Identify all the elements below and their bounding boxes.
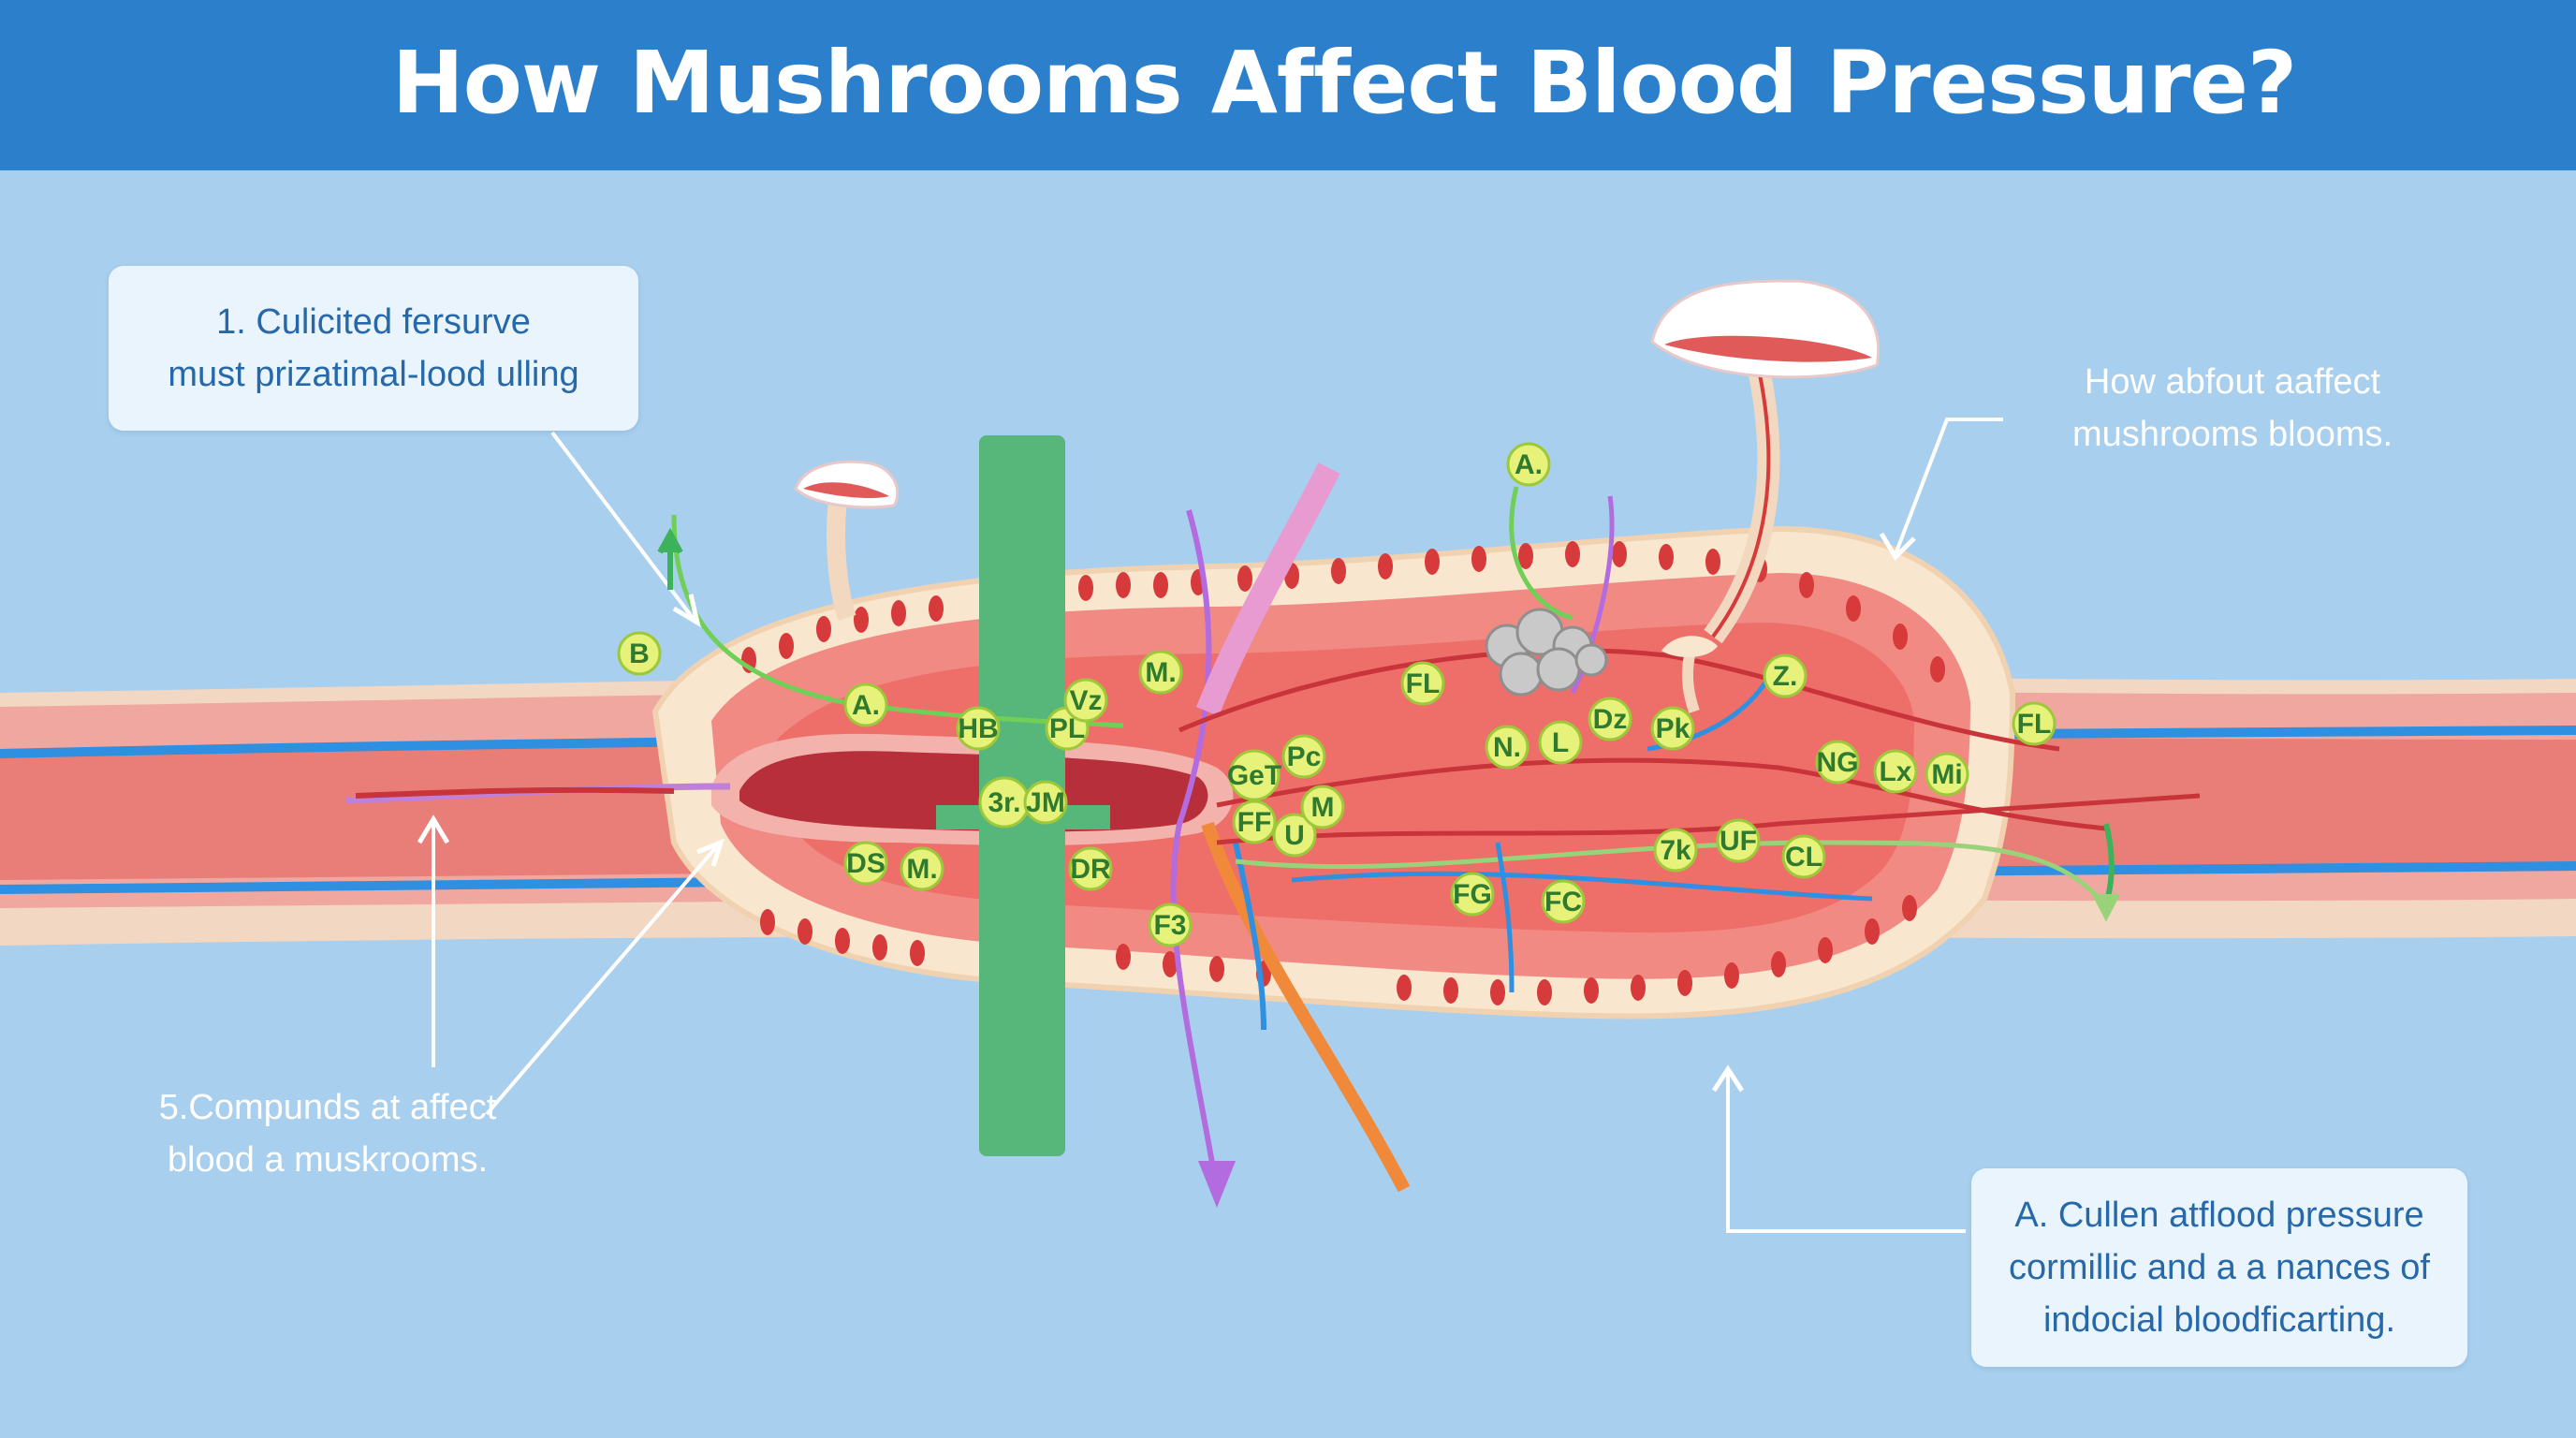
marker-jm: JM	[1025, 782, 1066, 823]
marker-dr: DR	[1070, 848, 1111, 889]
marker-ng: NG	[1817, 741, 1859, 783]
callout-text: cormillic and a a nances of	[1971, 1241, 2467, 1294]
marker-label: Pk	[1656, 713, 1690, 744]
marker-b: B	[619, 633, 660, 674]
marker-label: B	[629, 638, 650, 669]
marker-dz: Dz	[1589, 698, 1631, 740]
marker-label: N.	[1493, 732, 1521, 763]
marker-label: FF	[1237, 807, 1272, 838]
callout-text: must prizatimal-lood ulling	[109, 348, 638, 401]
callout-text: 1. Culicited fersurve	[109, 296, 638, 348]
marker-label: 7k	[1660, 835, 1691, 866]
marker-fl2: FL	[2013, 703, 2055, 744]
marker-label: DS	[846, 848, 886, 879]
marker-label: Pc	[1287, 741, 1322, 772]
callout-text: A. Cullen atflood pressure	[1971, 1189, 2467, 1241]
marker-cl: CL	[1783, 836, 1824, 877]
marker-fl1: FL	[1402, 663, 1443, 704]
marker-a2: A.	[1508, 444, 1549, 485]
marker-l: L	[1540, 722, 1581, 763]
marker-label: Z.	[1773, 661, 1798, 692]
purple-arrow	[1198, 1161, 1236, 1208]
marker-fc: FC	[1543, 881, 1584, 922]
marker-label: L	[1552, 727, 1569, 758]
callout-text: indocial bloodficarting.	[1971, 1294, 2467, 1346]
marker-n: N.	[1486, 726, 1528, 768]
marker-label: GeT	[1227, 760, 1281, 791]
marker-label: 3r.	[988, 787, 1020, 818]
marker-label: JM	[1026, 787, 1065, 818]
marker-get: GeT	[1227, 751, 1281, 800]
marker-3r: 3r.	[980, 778, 1029, 827]
label-bottom-left: 5.Compunds at affect blood a muskrooms.	[112, 1081, 543, 1186]
marker-label: Vz	[1069, 685, 1102, 716]
marker-vz: Vz	[1065, 680, 1106, 721]
marker-ds: DS	[845, 843, 886, 884]
marker-label: DR	[1070, 854, 1111, 885]
marker-m3: M	[1302, 786, 1343, 828]
marker-label: A.	[1515, 449, 1543, 480]
marker-uf: UF	[1718, 820, 1759, 861]
callout-bottom-right: A. Cullen atflood pressure cormillic and…	[1971, 1168, 2467, 1367]
marker-label: NG	[1817, 747, 1859, 778]
marker-fg: FG	[1452, 873, 1493, 915]
marker-label: M.	[1145, 657, 1176, 688]
marker-label: FL	[2017, 709, 2052, 740]
marker-ff: FF	[1234, 801, 1275, 843]
callout-top-left: 1. Culicited fersurve must prizatimal-lo…	[109, 266, 638, 431]
marker-pk: Pk	[1652, 708, 1693, 749]
label-top-right: How abfout aaffect mushrooms blooms.	[2031, 356, 2434, 461]
marker-pc: Pc	[1283, 736, 1325, 777]
marker-label: M.	[906, 854, 937, 885]
marker-label: M	[1311, 792, 1335, 823]
marker-label: UF	[1720, 826, 1757, 857]
marker-label: Lx	[1879, 756, 1911, 787]
marker-label: FL	[1406, 668, 1441, 699]
label-text: mushrooms blooms.	[2031, 408, 2434, 461]
marker-m2: M.	[901, 848, 943, 889]
marker-hb: HB	[958, 708, 999, 749]
marker-mi: Mi	[1926, 754, 1968, 795]
marker-m1: M.	[1140, 652, 1181, 693]
marker-label: FG	[1453, 879, 1492, 910]
marker-lx: Lx	[1875, 751, 1916, 792]
marker-label: FC	[1544, 887, 1582, 917]
marker-f3: F3	[1149, 904, 1191, 946]
marker-a1: A.	[845, 684, 886, 726]
label-text: blood a muskrooms.	[112, 1134, 543, 1186]
marker-label: F3	[1153, 910, 1186, 941]
marker-label: U	[1284, 820, 1305, 851]
marker-7k: 7k	[1655, 829, 1696, 871]
label-text: How abfout aaffect	[2031, 356, 2434, 408]
marker-label: CL	[1785, 842, 1822, 873]
label-text: 5.Compunds at affect	[112, 1081, 543, 1134]
marker-z: Z.	[1764, 655, 1806, 697]
marker-label: HB	[958, 713, 998, 744]
marker-label: A.	[852, 690, 880, 721]
marker-label: Dz	[1593, 704, 1628, 735]
marker-label: Mi	[1931, 759, 1962, 790]
